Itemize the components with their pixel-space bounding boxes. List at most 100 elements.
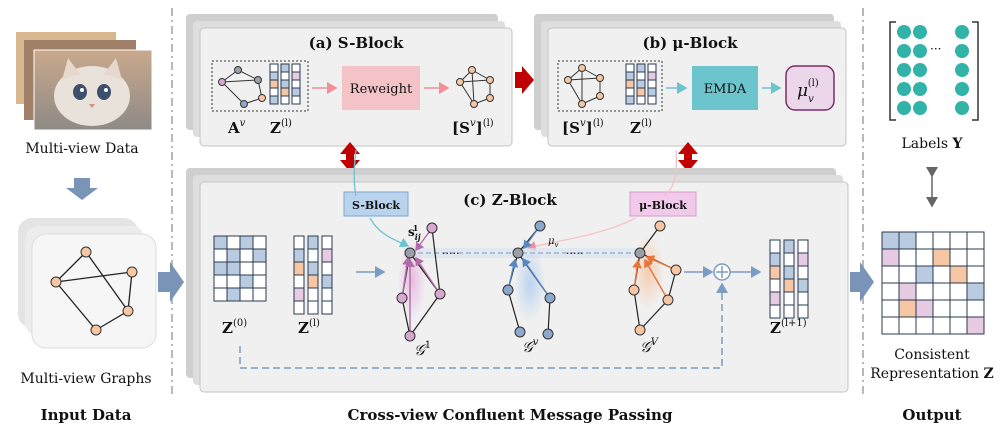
matrix-cell [269,71,279,81]
matrix-cell [769,304,781,319]
gv-label: 𝒢v [522,337,539,356]
mu-block-tag [629,191,697,217]
matrix-cell [783,265,795,280]
s-block-adjacency-graph [218,66,266,108]
matrix-cell [898,265,917,284]
matrix-cell [783,304,795,319]
matrix-cell [280,79,290,89]
matrix-cell [769,252,781,267]
matrix-cell [949,248,968,267]
matrix-cell [252,261,267,276]
matrix-cell [293,248,305,263]
label-node [897,101,911,115]
matrix-cell [293,261,305,276]
matrix-cell [636,79,646,89]
matrix-cell [625,63,635,73]
matrix-cell [307,274,319,289]
s-to-mu-red-arrow [515,66,534,94]
labels-dots: ··· [930,42,941,56]
matrix-cell [625,79,635,89]
s-block-z-label: Z(l) [270,118,292,137]
graph-g1 [396,222,446,342]
input-down-arrow [66,178,98,200]
matrix-cell [769,239,781,254]
s-block-input-box [211,60,309,112]
label-node [913,63,927,77]
matrix-cell [783,239,795,254]
matrix-cell [293,287,305,302]
matrix-cell [932,299,951,318]
label-node [955,25,969,39]
matrix-cell [252,274,267,289]
mu-z-double-arrow [678,142,698,172]
matrix-cell [915,282,934,301]
matrix-cell [291,71,301,81]
matrix-cell [932,316,951,335]
matrix-cell [966,248,985,267]
matrix-cell [797,304,809,319]
s-block-output-graph [456,66,494,108]
matrix-cell [321,274,333,289]
matrix-cell [307,248,319,263]
multiview-graphs-stack [18,218,157,349]
label-node [913,25,927,39]
consistent-label-line2: Representation Z [870,366,993,382]
matrix-cell [797,278,809,293]
middle-section-label: Cross-view Confluent Message Passing [348,406,673,424]
labels-y-matrix: ··· [889,21,979,121]
matrix-cell [881,299,900,318]
graph-gV [628,220,682,336]
matrix-cell [932,248,951,267]
label-node [955,63,969,77]
multiview-graphs-label: Multi-view Graphs [20,371,151,387]
matrix-cell [932,231,951,250]
matrix-cell [966,265,985,284]
label-node [897,44,911,58]
reweight-box [342,66,420,110]
matrix-cell [307,235,319,250]
matrix-cell [213,248,228,263]
s-block-tag-label: S-Block [352,199,400,212]
s-block-adj-label: Av [227,118,246,137]
muv-label: μv [548,236,559,249]
graph-gv [502,220,556,340]
label-node [897,82,911,96]
matrix-cell [769,278,781,293]
multiview-data-images [16,32,153,131]
matrix-cell [915,265,934,284]
label-node [955,101,969,115]
label-node [913,82,927,96]
matrix-cell [949,231,968,250]
matrix-cell [647,79,657,89]
matrix-cell [280,87,290,97]
matrix-cell [949,316,968,335]
matrix-cell [966,316,985,335]
zout-matrix [769,239,809,319]
matrix-cell [769,265,781,280]
matrix-cell [949,282,968,301]
matrix-cell [293,235,305,250]
zl-matrix [293,235,333,315]
dots-left: ····· [442,247,459,260]
z-block-title: (c) Z-Block [463,191,557,209]
mu-block-z-label: Z(l) [630,118,652,137]
input-to-middle-arrow [158,262,184,302]
matrix-cell [280,63,290,73]
middle-to-output-arrow [850,262,874,302]
matrix-cell [226,261,241,276]
label-node [913,44,927,58]
matrix-cell [239,261,254,276]
matrix-cell [269,79,279,89]
label-node [955,82,969,96]
matrix-cell [213,287,228,302]
multiview-data-label: Multi-view Data [25,141,138,157]
mu-connector-top [663,149,678,197]
matrix-cell [291,87,301,97]
matrix-cell [647,71,657,81]
mu-block-tag-label: μ-Block [639,199,687,212]
matrix-cell [636,95,646,105]
matrix-cell [898,282,917,301]
matrix-cell [625,95,635,105]
